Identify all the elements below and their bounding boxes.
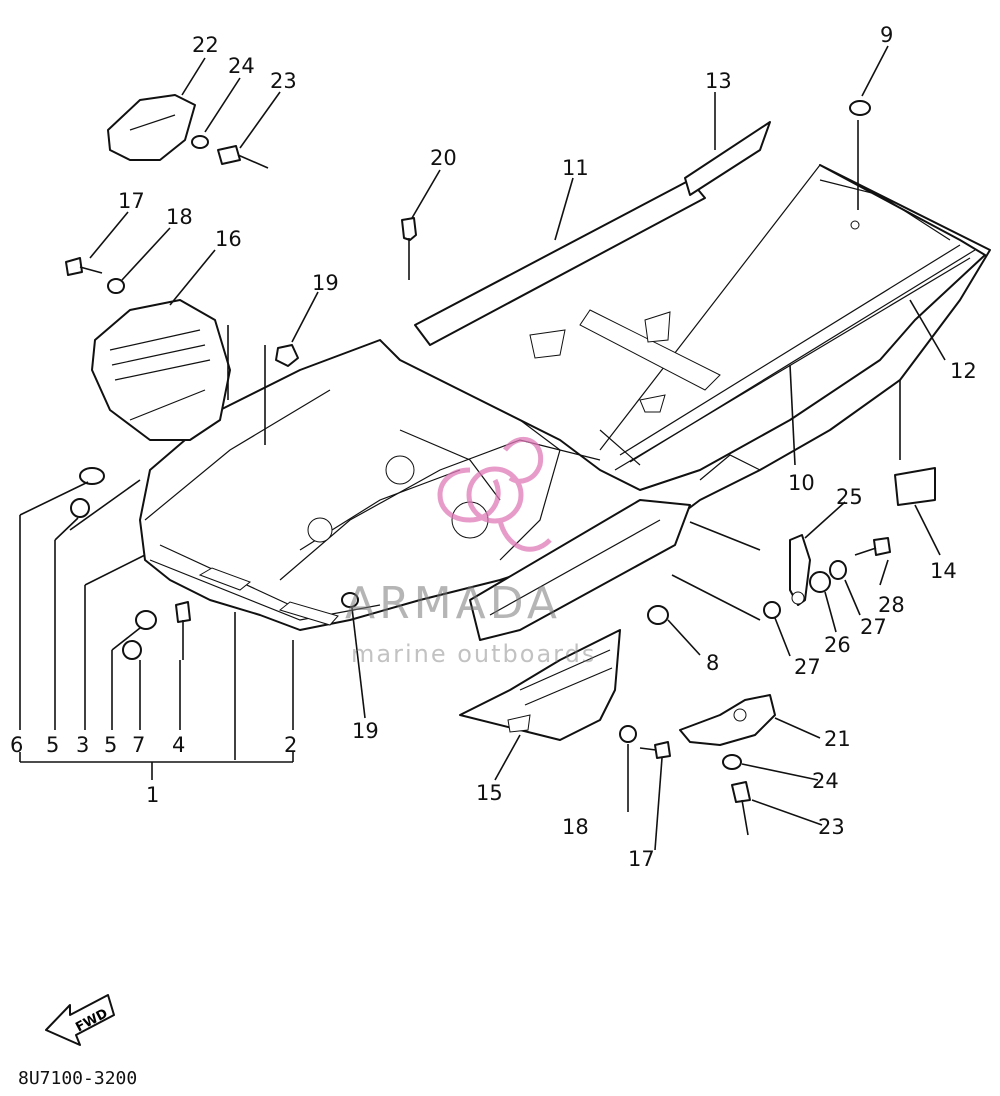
deck-stripes [414, 121, 771, 346]
callout-28: 28 [878, 593, 905, 617]
callout-18: 18 [166, 205, 193, 229]
callout-10: 10 [788, 471, 815, 495]
callout-2: 2 [284, 733, 297, 757]
callout-17: 17 [628, 847, 655, 871]
callout-7: 7 [132, 733, 145, 757]
callout-1: 1 [146, 783, 159, 807]
callout-5: 5 [104, 733, 117, 757]
callout-21: 21 [824, 727, 851, 751]
callout-6: 6 [10, 733, 23, 757]
callout-15: 15 [476, 781, 503, 805]
callout-3: 3 [76, 733, 89, 757]
callout-23: 23 [270, 69, 297, 93]
callout-26: 26 [824, 633, 851, 657]
lever-25 [789, 534, 811, 606]
callout-22: 22 [192, 33, 219, 57]
fwd-arrow-icon: FWD [45, 994, 115, 1046]
callout-18: 18 [562, 815, 589, 839]
callout-labels: 22 24 23 17 18 16 19 20 11 13 9 12 10 14… [10, 23, 977, 871]
callout-12: 12 [950, 359, 977, 383]
callout-27: 27 [860, 615, 887, 639]
callout-23: 23 [818, 815, 845, 839]
hull-frame [139, 164, 991, 631]
leader-lines [19, 45, 946, 851]
callout-19: 19 [352, 719, 379, 743]
lower-cowl-15 [459, 629, 621, 741]
front-cowl-16 [91, 299, 231, 441]
callout-14: 14 [930, 559, 957, 583]
callout-25: 25 [836, 485, 863, 509]
callout-19: 19 [312, 271, 339, 295]
callout-4: 4 [172, 733, 185, 757]
callout-13: 13 [705, 69, 732, 93]
part-code: 8U7100-3200 [18, 1068, 138, 1089]
callout-20: 20 [430, 146, 457, 170]
callout-9: 9 [880, 23, 893, 47]
small-parts [65, 100, 936, 836]
callout-11: 11 [562, 156, 589, 180]
bracket-22 [107, 94, 196, 161]
bracket-21 [679, 694, 776, 746]
callout-5: 5 [46, 733, 59, 757]
callout-27: 27 [794, 655, 821, 679]
callout-17: 17 [118, 189, 145, 213]
callout-16: 16 [215, 227, 242, 251]
watermark-logo-icon [437, 436, 552, 552]
callout-24: 24 [812, 769, 839, 793]
side-pad [469, 499, 691, 641]
callout-24: 24 [228, 54, 255, 78]
callout-8: 8 [706, 651, 719, 675]
